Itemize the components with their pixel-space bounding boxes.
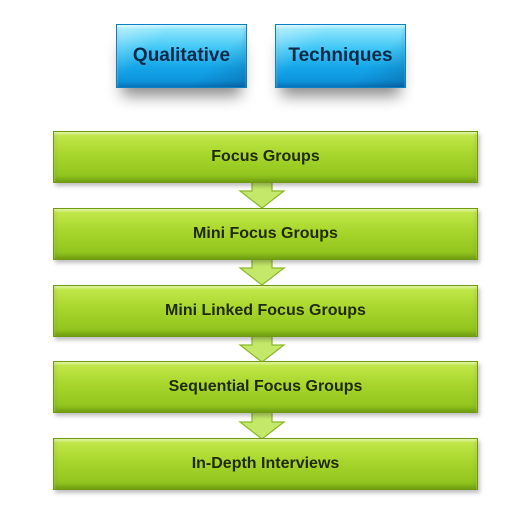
- step-mini-linked-focus-groups: Mini Linked Focus Groups: [53, 285, 478, 337]
- techniques-header-box: Techniques: [275, 24, 406, 88]
- step-label: In-Depth Interviews: [191, 455, 340, 472]
- down-arrow-icon: [238, 256, 286, 286]
- qualitative-header-box: Qualitative: [116, 24, 247, 88]
- step-label: Mini Focus Groups: [193, 225, 338, 242]
- qualitative-label: Qualitative: [132, 45, 231, 66]
- down-arrow-icon: [238, 333, 286, 363]
- techniques-label: Techniques: [288, 45, 393, 66]
- down-arrow-icon: [238, 410, 286, 440]
- step-mini-focus-groups: Mini Focus Groups: [53, 208, 478, 260]
- step-sequential-focus-groups: Sequential Focus Groups: [53, 361, 478, 413]
- step-label: Focus Groups: [211, 148, 320, 165]
- step-label: Sequential Focus Groups: [168, 378, 363, 395]
- step-in-depth-interviews: In-Depth Interviews: [53, 438, 478, 490]
- step-label: Mini Linked Focus Groups: [165, 302, 366, 319]
- down-arrow-icon: [238, 179, 286, 209]
- step-focus-groups: Focus Groups: [53, 131, 478, 183]
